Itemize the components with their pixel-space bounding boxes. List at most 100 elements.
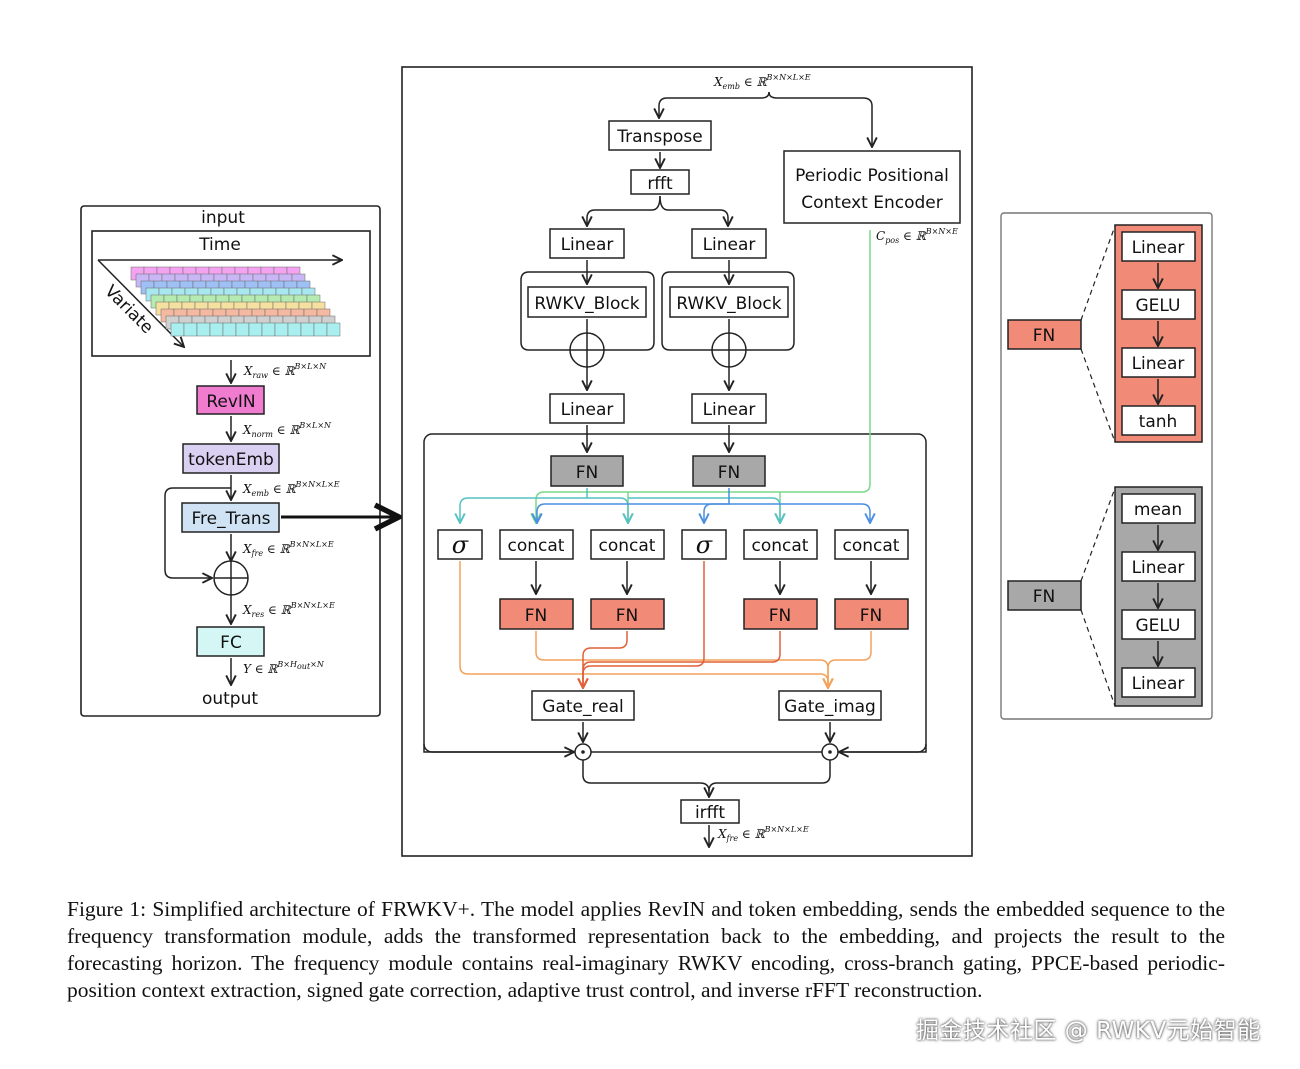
revin-label: RevIN bbox=[206, 392, 255, 412]
fn-stack-item-label: Linear bbox=[1132, 674, 1185, 694]
gate-real-label: Gate_real bbox=[542, 697, 623, 717]
fc-box bbox=[196, 626, 265, 657]
variate-axis-arrow bbox=[97, 259, 184, 347]
fn-gray-real bbox=[550, 455, 624, 487]
fc-label: FC bbox=[220, 633, 242, 653]
figure-caption: Figure 1: Simplified architecture of FRW… bbox=[67, 897, 1225, 1002]
gating-container bbox=[423, 433, 927, 753]
token-cell bbox=[313, 322, 328, 337]
token-cell bbox=[235, 322, 250, 337]
token-strips bbox=[130, 266, 341, 337]
concat-1-box bbox=[499, 529, 574, 560]
fn-red-2 bbox=[590, 598, 665, 630]
token-cell bbox=[183, 322, 198, 337]
eq-emb-left: Xemb ∈ ℝB×N×L×E bbox=[242, 480, 340, 498]
fn-red-2-label: FN bbox=[616, 606, 639, 626]
fn-stack-item-box bbox=[1121, 289, 1196, 320]
concat-1-label: concat bbox=[508, 536, 565, 556]
rwkv-block-real bbox=[527, 286, 647, 318]
svg-text:Xnorm ∈ ℝB×L×N: Xnorm ∈ ℝB×L×N bbox=[242, 421, 332, 439]
fn-gray-imag-label: FN bbox=[718, 463, 741, 483]
token-cell bbox=[287, 322, 302, 337]
concat-3-label: concat bbox=[752, 536, 809, 556]
fn-red-4 bbox=[834, 598, 909, 630]
token-cell bbox=[222, 322, 237, 337]
sigma-real-label: σ bbox=[452, 531, 469, 559]
gate-routing-lines bbox=[459, 561, 872, 688]
eq-y: Y ∈ ℝB×Hout×N bbox=[243, 660, 325, 676]
eq-res: Xres ∈ ℝB×N×L×E bbox=[242, 601, 335, 619]
token-cell bbox=[170, 322, 185, 337]
fn-red-3 bbox=[743, 598, 818, 630]
token-emb-label: tokenEmb bbox=[188, 450, 274, 470]
routing-lines bbox=[460, 230, 870, 523]
time-variate-box: Time Variate bbox=[91, 230, 371, 357]
transpose-box bbox=[608, 120, 712, 151]
fn-red-3-label: FN bbox=[769, 606, 792, 626]
fn-stack-item-label: mean bbox=[1134, 500, 1182, 520]
ppce-box bbox=[783, 150, 961, 224]
rwkv-block-real-label: RWKV_Block bbox=[534, 294, 639, 314]
token-cell bbox=[261, 322, 276, 337]
ppce-label-line2: Context Encoder bbox=[801, 193, 943, 213]
token-cell bbox=[300, 322, 315, 337]
fn-red-4-label: FN bbox=[860, 606, 883, 626]
mult-real-icon bbox=[574, 743, 592, 761]
fn-stack-item-label: GELU bbox=[1136, 296, 1181, 316]
eq-raw: Xraw ∈ ℝB×L×N bbox=[243, 362, 327, 380]
eq-norm: Xnorm ∈ ℝB×L×N bbox=[242, 421, 332, 439]
token-cell bbox=[326, 322, 341, 337]
frwkv-architecture-diagram: input Time Variate Xraw ∈ ℝB×L×N RevIN X… bbox=[80, 66, 1213, 857]
time-label: Time bbox=[198, 235, 241, 255]
real-branch: Linear RWKV_Block Linear bbox=[520, 228, 655, 452]
residual-connection bbox=[164, 487, 231, 578]
add-imag-icon bbox=[711, 332, 747, 368]
rfft-box bbox=[630, 169, 690, 195]
svg-text:Xfre ∈ ℝB×N×L×E: Xfre ∈ ℝB×N×L×E bbox=[242, 540, 334, 558]
fn-stack-item-box bbox=[1121, 667, 1196, 698]
sigma-real-box bbox=[437, 529, 483, 560]
linear-imag-out bbox=[691, 393, 767, 424]
gate-imag-box bbox=[778, 690, 882, 721]
gate-imag-label: Gate_imag bbox=[784, 697, 876, 717]
fn-stack-item-box bbox=[1121, 609, 1196, 640]
linear-real-in bbox=[549, 228, 625, 259]
fn-legend-gray bbox=[1007, 580, 1082, 611]
fn-legend-gray-label: FN bbox=[1033, 587, 1056, 607]
concat-2-box bbox=[590, 529, 665, 560]
residual-add-icon bbox=[213, 560, 249, 596]
imag-branch: Linear RWKV_Block Linear bbox=[661, 228, 795, 452]
fn-stack-item-box bbox=[1121, 405, 1196, 436]
fre-trans-box bbox=[181, 502, 280, 533]
fn-stack-item-box bbox=[1121, 551, 1196, 582]
fn-stack-item-label: Linear bbox=[1132, 354, 1185, 374]
transpose-label: Transpose bbox=[616, 127, 702, 147]
token-emb-box bbox=[182, 443, 280, 474]
irfft-label: irfft bbox=[695, 803, 725, 823]
rwkv-block-imag-label: RWKV_Block bbox=[676, 294, 781, 314]
sigma-imag-box bbox=[681, 529, 727, 560]
fn-legend-red bbox=[1007, 319, 1082, 350]
svg-text:Xemb ∈ ℝB×N×L×E: Xemb ∈ ℝB×N×L×E bbox=[713, 73, 811, 91]
fn-red-1-label: FN bbox=[525, 606, 548, 626]
svg-text:Y ∈ ℝB×Hout×N: Y ∈ ℝB×Hout×N bbox=[243, 660, 325, 676]
token-cell bbox=[209, 322, 224, 337]
token-cell bbox=[248, 322, 263, 337]
fre-trans-label: Fre_Trans bbox=[191, 509, 270, 529]
irfft-box bbox=[680, 799, 740, 824]
svg-text:Cpos ∈ ℝB×N×E: Cpos ∈ ℝB×N×E bbox=[876, 227, 958, 245]
fn-red-1 bbox=[499, 598, 574, 630]
rwkv-block-imag bbox=[669, 286, 789, 318]
rfft-label: rfft bbox=[647, 174, 673, 194]
concat-3-box bbox=[743, 529, 818, 560]
fn-gray-imag bbox=[692, 455, 766, 487]
fn-stack-item-label: GELU bbox=[1136, 616, 1181, 636]
gate-real-box bbox=[531, 690, 635, 721]
token-cell bbox=[274, 322, 289, 337]
eq-bottom: Xfre ∈ ℝB×N×L×E bbox=[717, 825, 809, 843]
add-real-icon bbox=[569, 332, 605, 368]
concat-4-label: concat bbox=[843, 536, 900, 556]
